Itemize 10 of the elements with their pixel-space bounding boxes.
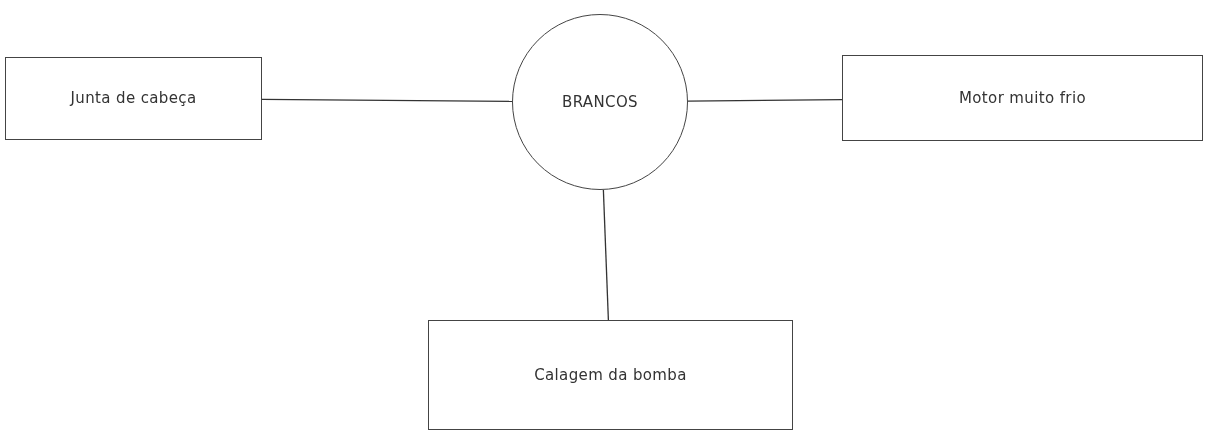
text-box: [428, 320, 793, 430]
node-label: Junta de cabeça: [70, 88, 197, 110]
connector-line: [687, 99, 843, 102]
node-label: BRANCOS: [562, 91, 638, 113]
connector-line: [602, 189, 610, 321]
node-label: Calagem da bomba: [534, 364, 687, 386]
node-label: Motor muito frio: [959, 87, 1086, 109]
connector-line: [261, 98, 513, 102]
text-box: [842, 55, 1203, 141]
text-box: [5, 57, 262, 140]
